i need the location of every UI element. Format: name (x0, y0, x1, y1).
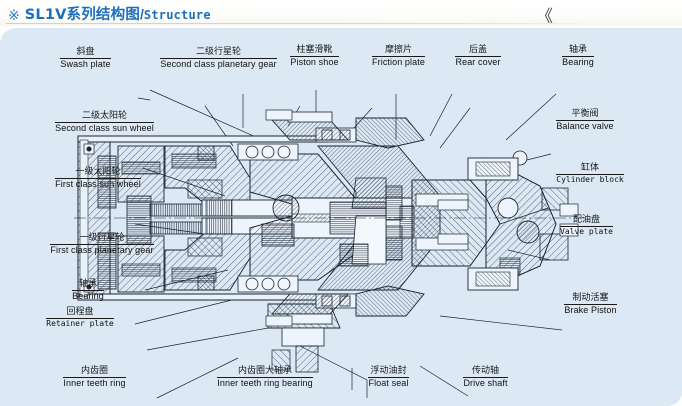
page-title-chinese: SL1V系列结构图 (24, 7, 141, 23)
callout-label-en: Drive shaft (463, 378, 508, 389)
callout-label-en: Second class planetary gear (160, 59, 277, 70)
callout-rule (72, 290, 104, 292)
structure-cross-section-drawing (74, 89, 586, 399)
callout-rule (560, 226, 613, 228)
callout-rule (50, 244, 154, 246)
page-title: ※ SL1V系列结构图 / Structure (8, 3, 211, 24)
callout-rule (46, 318, 114, 320)
swash-plate-and-piston-shoe (270, 111, 350, 325)
callout-label-cn: 摩擦片 (384, 45, 412, 55)
callout-friction-plate: 摩擦片 Friction plate (372, 45, 425, 68)
callout-label-en: First class sun wheel (55, 179, 141, 190)
callout-rule (368, 377, 409, 379)
callout-rule (290, 56, 339, 58)
callout-rule (63, 377, 126, 379)
callout-label-cn: 传动轴 (471, 366, 499, 376)
callout-label-cn: 制动活塞 (572, 293, 609, 303)
callout-label-en: Float seal (368, 378, 409, 389)
page-header: ※ SL1V系列结构图 / Structure 《 (0, 0, 682, 27)
page-title-english: Structure (143, 8, 211, 22)
callout-piston-shoe: 柱塞滑靴 Piston shoe (290, 45, 339, 68)
callout-rule (564, 304, 617, 306)
callout-rear-cover: 后盖 Rear cover (455, 45, 501, 68)
callout-swash-plate: 斜盘 Swash plate (60, 47, 111, 70)
callout-rule (217, 377, 313, 379)
callout-label-en: Brake Piston (564, 305, 617, 316)
callout-label-en: Cylinder block (556, 175, 624, 185)
callout-label-en: Valve plate (560, 227, 613, 237)
callout-float-seal: 浮动油封 Float seal (368, 366, 409, 389)
callout-valve-plate: 配油盘 Valve plate (560, 215, 613, 237)
callout-second-class-sun-wheel: 二级太阳轮 Second class sun wheel (55, 111, 154, 134)
callout-label-cn: 配油盘 (572, 215, 600, 225)
brake-piston-and-friction-plates (339, 177, 403, 267)
callout-bearing-top: 轴承 Bearing (562, 45, 594, 68)
callout-rule (55, 178, 141, 180)
callout-first-class-sun-wheel: 一级太阳轮 First class sun wheel (55, 167, 141, 190)
callout-label-en: First class planetary gear (50, 245, 154, 256)
callout-label-cn: 轴承 (568, 45, 587, 55)
chevron-double-left-icon[interactable]: 《 (536, 7, 553, 27)
callout-label-cn: 内齿圈大轴承 (237, 366, 292, 376)
callout-label-cn: 浮动油封 (370, 366, 407, 376)
callout-label-en: Bearing (72, 291, 104, 302)
callout-label-cn: 缸体 (580, 163, 599, 173)
header-divider (6, 23, 581, 24)
diagram-canvas: 斜盘 Swash plate 二级行星轮 Second class planet… (0, 28, 682, 406)
cylinder-block (399, 179, 487, 267)
callout-label-en: Swash plate (60, 59, 111, 70)
callout-label-cn: 一级太阳轮 (75, 167, 121, 177)
balance-valve (467, 157, 519, 291)
motor-cross-section-body (74, 109, 586, 373)
callout-label-cn: 斜盘 (76, 47, 95, 57)
callout-rule (562, 56, 594, 58)
callout-inner-teeth-ring: 内齿圈 Inner teeth ring (63, 366, 126, 389)
callout-label-cn: 回程盘 (66, 307, 94, 317)
callout-balance-valve: 平衡阀 Balance valve (556, 109, 614, 132)
callout-label-cn: 平衡阀 (571, 109, 599, 119)
callout-label-cn: 内齿圈 (80, 366, 108, 376)
callout-rule (556, 174, 624, 176)
callout-second-class-planetary-gear: 二级行星轮 Second class planetary gear (160, 47, 277, 70)
callout-label-en: Retainer plate (46, 319, 114, 329)
callout-label-cn: 二级太阳轮 (81, 111, 127, 121)
callout-label-cn: 柱塞滑靴 (296, 45, 333, 55)
callout-rule (556, 120, 614, 122)
callout-drive-shaft: 传动轴 Drive shaft (463, 366, 508, 389)
callout-cylinder-block: 缸体 Cylinder block (556, 163, 624, 185)
callout-label-en: Second class sun wheel (55, 123, 154, 134)
callout-label-en: Bearing (562, 57, 594, 68)
callout-first-class-planetary-gear: 一级行星轮 First class planetary gear (50, 233, 154, 256)
callout-rule (160, 58, 277, 60)
callout-label-en: Rear cover (455, 57, 501, 68)
callout-label-en: Inner teeth ring bearing (217, 378, 313, 389)
title-separator: / (140, 6, 144, 22)
callout-label-en: Piston shoe (290, 57, 339, 68)
callout-retainer-plate: 回程盘 Retainer plate (46, 307, 114, 329)
callout-rule (455, 56, 501, 58)
callout-rule (463, 377, 508, 379)
callout-brake-piston: 制动活塞 Brake Piston (564, 293, 617, 316)
callout-bearing-left: 轴承 Bearing (72, 279, 104, 302)
callout-label-en: Friction plate (372, 57, 425, 68)
rear-cover (355, 117, 425, 317)
callout-label-cn: 轴承 (78, 279, 97, 289)
callout-rule (55, 122, 154, 124)
callout-label-cn: 后盖 (468, 45, 487, 55)
callout-label-en: Balance valve (556, 121, 614, 132)
callout-label-en: Inner teeth ring (63, 378, 126, 389)
callout-rule (372, 56, 425, 58)
callout-rule (60, 58, 111, 60)
callout-label-cn: 一级行星轮 (79, 233, 125, 243)
callout-inner-teeth-ring-bearing: 内齿圈大轴承 Inner teeth ring bearing (217, 366, 313, 389)
asterisk-icon: ※ (8, 7, 20, 23)
callout-label-cn: 二级行星轮 (195, 47, 241, 57)
